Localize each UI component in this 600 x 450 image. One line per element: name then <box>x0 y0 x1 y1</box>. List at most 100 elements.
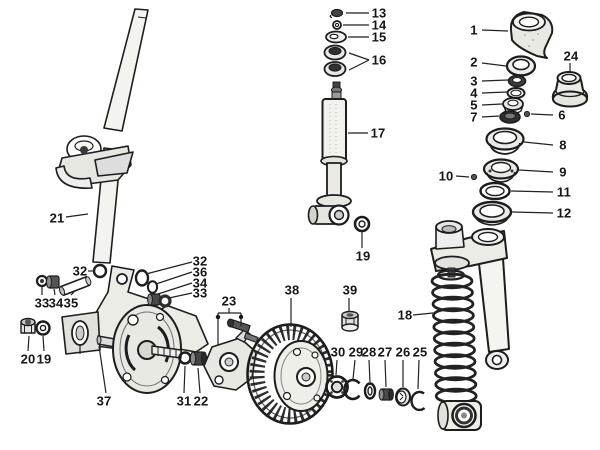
callout-12: 12 <box>556 205 572 221</box>
part-ball-6 <box>524 111 529 116</box>
callout-36: 36 <box>192 264 208 280</box>
part-washer-19-left <box>37 322 50 335</box>
callout-39: 39 <box>342 282 358 298</box>
callout-22: 22 <box>193 393 209 409</box>
callout-8: 8 <box>559 137 567 153</box>
leader-line-1 <box>481 29 509 32</box>
leader-line-16 <box>348 59 370 71</box>
part-ring-33-right <box>160 296 170 306</box>
callout-26: 26 <box>395 344 411 360</box>
part-ring-11 <box>481 183 510 199</box>
part-bolts-23 <box>228 319 259 343</box>
part-circlip-25 <box>412 392 425 410</box>
part-cup-7 <box>500 111 520 123</box>
leader-line-29 <box>352 359 356 380</box>
part-oring-32-left <box>94 265 106 277</box>
part-bearing-9 <box>484 160 518 183</box>
part-lockwasher-14 <box>333 21 341 29</box>
part-bushing-34 <box>47 276 60 288</box>
leader-line-28 <box>368 359 371 383</box>
leader-line-34 <box>53 288 56 296</box>
callout-17: 17 <box>370 125 386 141</box>
leader-line-6 <box>530 113 554 116</box>
callout-20: 20 <box>20 351 36 367</box>
leader-line-31 <box>183 365 186 394</box>
leader-line-33 <box>168 292 193 299</box>
callout-33: 33 <box>34 295 50 311</box>
bracket-dot <box>215 314 221 320</box>
leader-line-19 <box>42 335 45 352</box>
part-nut-20 <box>21 319 35 334</box>
part-race-12 <box>473 202 511 225</box>
leader-line-20 <box>27 335 30 352</box>
callout-38: 38 <box>284 282 300 298</box>
callout-19: 19 <box>36 351 52 367</box>
callout-34: 34 <box>48 295 64 311</box>
part-cup-8 <box>487 129 524 155</box>
part-bearing-ring-2 <box>507 57 535 76</box>
part-rubber-buffers-16 <box>325 46 346 77</box>
callout-18: 18 <box>397 307 413 323</box>
callout-10: 10 <box>438 168 454 184</box>
part-oring-36 <box>148 281 157 293</box>
leader-line-11 <box>510 190 554 193</box>
part-bushing-22 <box>190 352 206 365</box>
part-oring-32-right <box>136 271 148 286</box>
part-nut-27 <box>379 389 393 400</box>
part-steering-column <box>56 9 148 263</box>
leader-line-21 <box>65 213 89 218</box>
leader-line-30 <box>335 359 338 376</box>
part-bottom-eyelet <box>438 401 481 430</box>
part-seal-28 <box>365 384 375 399</box>
leader-line-35 <box>70 291 75 296</box>
callout-16: 16 <box>371 52 387 68</box>
leader-line-3 <box>481 79 509 82</box>
leader-line-32 <box>145 261 193 275</box>
part-cap-26 <box>396 389 410 406</box>
callout-29: 29 <box>348 344 364 360</box>
callout-2: 2 <box>470 54 478 70</box>
callout-11: 11 <box>556 184 572 200</box>
callout-23: 23 <box>221 293 237 309</box>
callout-33: 33 <box>192 285 208 301</box>
callout-9: 9 <box>559 164 567 180</box>
leader-line-34 <box>157 282 193 295</box>
callout-32: 32 <box>72 263 88 279</box>
part-bushing-34-right <box>148 294 160 305</box>
leader-line-7 <box>481 115 500 118</box>
leader-line-5 <box>481 103 503 106</box>
callout-6: 6 <box>558 107 566 123</box>
callout-1: 1 <box>470 22 478 38</box>
leader-line-2 <box>481 62 507 67</box>
leader-line-18 <box>412 312 434 316</box>
leader-line-8 <box>523 141 554 146</box>
leader-line-25 <box>417 359 420 390</box>
part-ball-10 <box>471 174 476 179</box>
callout-4: 4 <box>470 85 478 101</box>
part-pivot-pin-35 <box>58 276 92 296</box>
callout-34: 34 <box>192 275 208 291</box>
callout-28: 28 <box>361 344 377 360</box>
callout-3: 3 <box>470 73 478 89</box>
callout-31: 31 <box>176 393 192 409</box>
leader-line-36 <box>155 271 193 285</box>
part-nut-39 <box>342 312 358 332</box>
leader-line-37 <box>98 345 107 394</box>
callout-19: 19 <box>355 248 371 264</box>
bracket-dot <box>238 314 244 320</box>
part-brake-drum-38 <box>248 325 333 424</box>
callout-24: 24 <box>563 48 579 64</box>
callout-7: 7 <box>470 109 478 125</box>
leader-line-10 <box>455 175 470 178</box>
part-ring-3 <box>509 76 526 87</box>
part-shock-absorber-17 <box>309 82 352 225</box>
part-backing-plate-axle-37 <box>97 305 181 393</box>
leader-line-12 <box>511 211 554 214</box>
callout-30: 30 <box>330 344 346 360</box>
callout-35: 35 <box>63 295 79 311</box>
part-rubber-boot-24 <box>553 72 587 107</box>
leader-line-22 <box>197 367 201 394</box>
